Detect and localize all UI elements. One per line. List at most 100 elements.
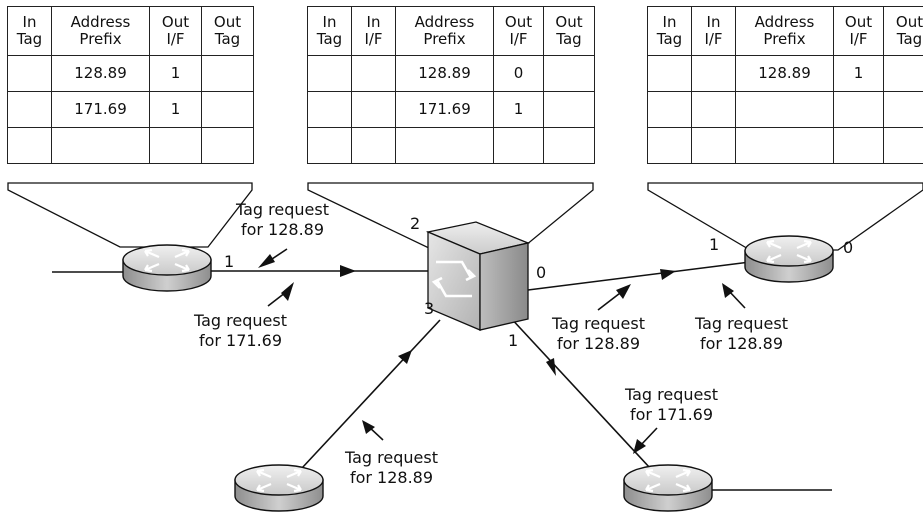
column-header-line: Address (754, 13, 815, 31)
tag-request-label: Tag request for 128.89 (552, 314, 645, 353)
table-cell (307, 91, 352, 128)
table-cell (833, 127, 884, 164)
table-cell (691, 127, 736, 164)
column-header-line: In (366, 13, 381, 31)
tag-switch-icon (425, 221, 531, 331)
column-header-line: In (22, 13, 37, 31)
table-cell (149, 127, 202, 164)
column-header-line: In (322, 13, 337, 31)
table-cell (307, 55, 352, 92)
column-header-line: I/F (166, 30, 185, 48)
table-cell (647, 127, 692, 164)
table-cell (351, 91, 396, 128)
table-cell (735, 91, 834, 128)
pointer-left-128 (258, 248, 288, 268)
table-cell (735, 127, 834, 164)
callout-right (647, 182, 923, 251)
tag-request-label: Tag request for 128.89 (695, 314, 788, 353)
port-label-switch-3: 3 (424, 299, 435, 318)
table-cell (201, 91, 254, 128)
column-header-line: Out (895, 13, 923, 31)
column-header-line: Tag (556, 30, 582, 48)
router-icon (122, 244, 212, 292)
table-cell (201, 127, 254, 164)
pointer-right-128 (722, 283, 746, 309)
column-header-line: Tag (214, 30, 241, 48)
tag-request-label: Tag request for 171.69 (194, 311, 287, 350)
column-header-line: In (706, 13, 721, 31)
table-row (647, 91, 923, 128)
arrowhead-right-link (660, 269, 676, 280)
table-cell (7, 127, 52, 164)
arrowhead-bottom-right-link (546, 358, 556, 376)
table-cell: 1 (149, 91, 202, 128)
pointer-left-171 (267, 282, 294, 307)
tag-request-label: Tag request for 171.69 (625, 385, 718, 424)
tag-request-label: Tag request for 128.89 (236, 200, 329, 239)
table-cell (493, 127, 544, 164)
table-cell: 128.89 (395, 55, 494, 92)
table-cell (543, 127, 595, 164)
table-cell (201, 55, 254, 92)
column-header-line: Prefix (423, 30, 466, 48)
port-label-right-router-out: 0 (843, 238, 854, 257)
table-cell (647, 55, 692, 92)
table-cell (543, 55, 595, 92)
router-icon (623, 464, 713, 512)
column-header-line: In (662, 13, 677, 31)
column-header-line: Tag (16, 30, 43, 48)
table-row (307, 127, 595, 164)
callout-left (7, 182, 253, 248)
port-label-switch-2: 2 (410, 214, 421, 233)
table-cell: 1 (493, 91, 544, 128)
table-cell (51, 127, 150, 164)
router-icon (234, 464, 324, 512)
port-label-right-router-in: 1 (709, 235, 720, 254)
column-header-line: Address (70, 13, 131, 31)
column-header-line: Out (504, 13, 533, 31)
pointer-bottom-right-171 (633, 427, 658, 454)
column-header-line: I/F (849, 30, 868, 48)
table-cell: 171.69 (395, 91, 494, 128)
table-cell (7, 55, 52, 92)
table-cell (691, 55, 736, 92)
column-header-line: I/F (364, 30, 383, 48)
table-cell (833, 91, 884, 128)
column-header-line: Tag (316, 30, 343, 48)
arrowhead-bottom-left-link (398, 350, 412, 364)
column-header-line: Out (844, 13, 873, 31)
link-switch-right (527, 261, 751, 291)
table-cell (883, 55, 923, 92)
arrowhead-left-link (340, 265, 356, 277)
table-cell: 1 (833, 55, 884, 92)
table-cell (351, 55, 396, 92)
pointer-center-128 (597, 284, 631, 311)
table-cell: 128.89 (735, 55, 834, 92)
column-header-line: Out (161, 13, 190, 31)
table-cell (7, 91, 52, 128)
table-cell (395, 127, 494, 164)
